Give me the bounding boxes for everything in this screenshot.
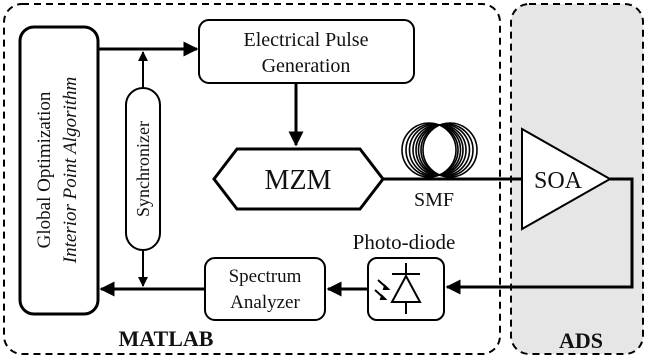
matlab-label: MATLAB (119, 326, 214, 351)
ads-label: ADS (559, 328, 603, 353)
arrow-soa-to-photodiode (445, 177, 634, 295)
optimizer-label: Global Optimization (34, 91, 55, 248)
smf-coil (401, 122, 478, 178)
soa-block (521, 127, 613, 231)
photodiode-label: Photo-diode (353, 230, 456, 254)
optimizer-algorithm-label: Interior Point Algorithm (60, 77, 81, 264)
photodiode-icon (374, 263, 422, 314)
pulse-gen-block (198, 19, 415, 84)
spectrum-label-2: Analyzer (230, 292, 300, 313)
mzm-label: MZM (265, 165, 332, 196)
matlab-region (3, 3, 501, 355)
soa-label: SOA (534, 168, 583, 194)
synchronizer-block (125, 87, 161, 251)
pulse-gen-label-2: Generation (262, 55, 351, 77)
pulse-gen-label-1: Electrical Pulse (244, 29, 369, 51)
spectrum-label-1: Spectrum (229, 266, 302, 287)
synchronizer-label: Synchronizer (133, 121, 153, 217)
optimizer-block (18, 25, 100, 316)
smf-label: SMF (414, 189, 454, 211)
